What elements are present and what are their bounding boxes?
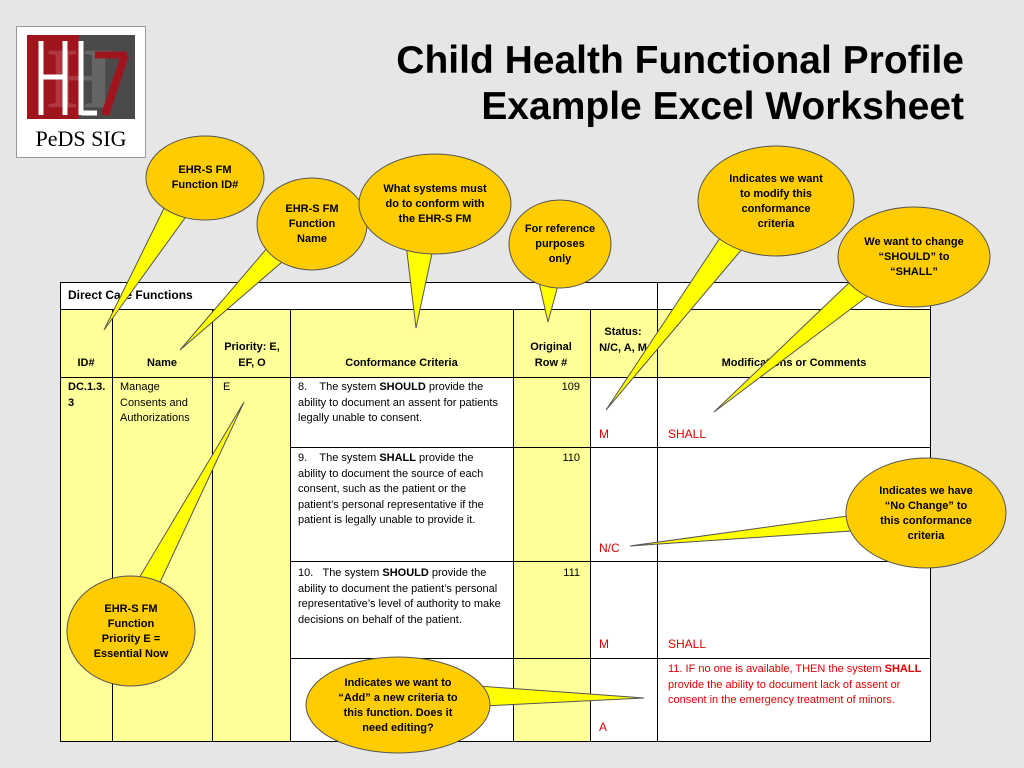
header-priority: Priority: E, EF, O bbox=[224, 341, 280, 369]
criteria-8: 8. The system SHOULD provide the ability… bbox=[298, 380, 504, 427]
status-row-8: M bbox=[599, 427, 609, 441]
criteria-prefix: The system bbox=[319, 381, 380, 393]
callout-modify: Indicates we want to modify this conform… bbox=[728, 164, 824, 240]
modification-text: provide the ability to document lack of … bbox=[668, 678, 901, 707]
callout-reference: For reference purposes only bbox=[524, 210, 596, 278]
logo-caption: PeDS SIG bbox=[35, 126, 127, 151]
modification-row-11: 11. IF no one is available, THEN the sys… bbox=[668, 662, 926, 709]
title-line-2: Example Excel Worksheet bbox=[481, 85, 964, 128]
callout-function-name-text: EHR-S FM Function Name bbox=[285, 202, 339, 245]
callout-what-systems-text: What systems must do to conform with the… bbox=[383, 182, 487, 225]
original-row-110: 110 bbox=[562, 452, 580, 464]
criteria-keyword: SHALL bbox=[379, 452, 416, 464]
status-row-10: M bbox=[599, 637, 609, 651]
callout-what-systems: What systems must do to conform with the… bbox=[383, 170, 487, 238]
criteria-text: provide the ability to document the pati… bbox=[298, 567, 501, 626]
criteria-prefix: The system bbox=[319, 452, 380, 464]
modification-prefix: 11. IF no one is available, THEN the sys… bbox=[668, 663, 885, 675]
modification-row-8: SHALL bbox=[668, 427, 707, 441]
callout-modify-text: Indicates we want to modify this conform… bbox=[729, 173, 823, 230]
criteria-keyword: SHOULD bbox=[382, 567, 429, 579]
callout-add-text: Indicates we want to “Add” a new criteri… bbox=[338, 677, 458, 734]
modification-keyword: SHALL bbox=[884, 663, 922, 675]
callout-should-shall: We want to change “SHOULD” to “SHALL” bbox=[858, 222, 970, 292]
callout-add: Indicates we want to “Add” a new criteri… bbox=[336, 668, 460, 744]
function-priority: E bbox=[223, 381, 231, 393]
callout-function-id: EHR-S FM Function ID# bbox=[160, 148, 250, 208]
callout-priority-text: EHR-S FM Function Priority E = Essential… bbox=[93, 603, 169, 660]
criteria-text: provide the ability to document an assen… bbox=[298, 381, 498, 424]
page-title: Child Health Functional Profile Example … bbox=[396, 38, 964, 130]
criteria-number: 9. bbox=[298, 452, 308, 464]
hl7-logo-mark: H bbox=[27, 30, 135, 126]
title-line-1: Child Health Functional Profile bbox=[396, 39, 964, 82]
criteria-text: provide the ability to document the sour… bbox=[298, 452, 484, 526]
criteria-prefix: The system bbox=[322, 567, 383, 579]
callout-function-name: EHR-S FM Function Name bbox=[280, 194, 344, 254]
callout-function-id-text: EHR-S FM Function ID# bbox=[171, 164, 239, 191]
header-status: Status: N/C, A, M bbox=[599, 326, 647, 354]
callout-reference-text: For reference purposes only bbox=[524, 222, 596, 265]
worksheet-table: Direct Care Functions ID# Name Priority:… bbox=[60, 282, 931, 742]
header-mods: Modifications or Comments bbox=[721, 357, 867, 369]
callout-no-change-text: Indicates we have “No Change” to this co… bbox=[879, 485, 973, 542]
header-row: Original Row # bbox=[530, 341, 572, 369]
hl7-peds-sig-logo: H PeDS SIG bbox=[16, 26, 146, 158]
callout-no-change: Indicates we have “No Change” to this co… bbox=[878, 474, 974, 554]
header-id: ID# bbox=[77, 357, 95, 369]
criteria-10: 10. The system SHOULD provide the abilit… bbox=[298, 566, 504, 628]
status-row-11: A bbox=[599, 720, 608, 734]
callout-should-shall-text: We want to change “SHOULD” to “SHALL” bbox=[864, 235, 964, 278]
function-id: DC.1.3.3 bbox=[68, 381, 106, 409]
original-row-111: 111 bbox=[563, 567, 580, 579]
status-row-9: N/C bbox=[599, 541, 620, 555]
header-name: Name bbox=[147, 357, 177, 369]
callout-priority: EHR-S FM Function Priority E = Essential… bbox=[88, 592, 174, 672]
criteria-keyword: SHOULD bbox=[379, 381, 426, 393]
criteria-number: 8. bbox=[298, 381, 308, 393]
function-name: Manage Consents and Authorizations bbox=[120, 381, 190, 424]
original-row-109: 109 bbox=[561, 381, 580, 393]
header-criteria: Conformance Criteria bbox=[345, 357, 458, 369]
modification-row-10: SHALL bbox=[668, 637, 707, 651]
section-title: Direct Care Functions bbox=[68, 288, 193, 302]
criteria-number: 10. bbox=[298, 567, 314, 579]
criteria-9: 9. The system SHALL provide the ability … bbox=[298, 451, 504, 529]
